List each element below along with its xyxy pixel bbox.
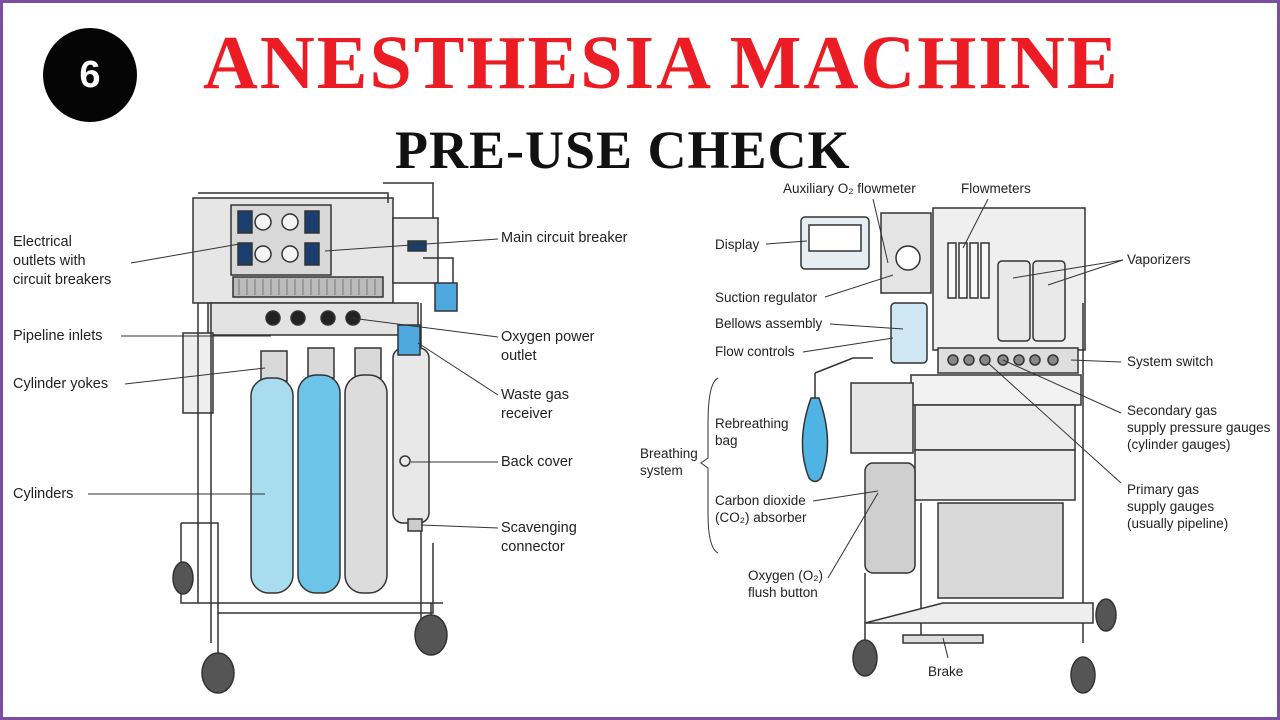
label-cylinder-yokes: Cylinder yokes: [13, 376, 109, 392]
label-auxiliary-o2-flowmeter: Auxiliary O₂ flowmeter: [783, 181, 916, 196]
label-o2-flush-button: Oxygen (O₂) flush button: [748, 568, 824, 600]
label-main-circuit-breaker: Main circuit breaker: [501, 230, 628, 246]
step-number-badge: 6: [43, 28, 137, 122]
label-waste-gas-receiver: Waste gas receiver: [501, 387, 569, 422]
label-bellows-assembly: Bellows assembly: [715, 316, 823, 331]
front-wheels: [852, 598, 1117, 694]
cylinder-yokes: [260, 347, 382, 382]
rear-view-machine: [172, 182, 458, 694]
electrical-outlets: [237, 210, 320, 266]
label-co2-absorber: Carbon dioxide (CO₂) absorber: [715, 493, 807, 525]
label-electrical-outlets: Electrical outlets with circuit breakers: [13, 234, 112, 288]
front-view-machine: [800, 207, 1117, 694]
label-oxygen-power-outlet: Oxygen power outlet: [501, 329, 595, 364]
label-flow-controls: Flow controls: [715, 344, 795, 359]
rebreathing-bag: [801, 397, 829, 483]
label-flowmeters: Flowmeters: [961, 181, 1031, 196]
right-callout-lines: [700, 198, 1124, 659]
label-scavenging-connector: Scavenging connector: [501, 520, 577, 555]
step-number: 6: [79, 53, 101, 96]
label-primary-gas-gauges: Primary gas supply gauges (usually pipel…: [1127, 482, 1229, 531]
label-breathing-system: Breathing system: [640, 446, 698, 478]
label-brake: Brake: [928, 664, 964, 679]
label-pipeline-inlets: Pipeline inlets: [13, 328, 103, 344]
label-system-switch: System switch: [1127, 354, 1214, 369]
label-display: Display: [715, 237, 760, 252]
left-callout-lines: [88, 238, 499, 529]
page-subtitle: PRE-USE CHECK: [395, 120, 851, 180]
vaporizers: [997, 260, 1066, 342]
label-back-cover: Back cover: [501, 454, 573, 470]
label-secondary-gas-gauges: Secondary gas supply pressure gauges (cy…: [1127, 403, 1271, 452]
label-suction-regulator: Suction regulator: [715, 290, 818, 305]
label-cylinders: Cylinders: [13, 486, 74, 502]
label-rebreathing-bag: Rebreathing bag: [715, 416, 789, 448]
flowmeter-tubes: [947, 242, 990, 299]
label-vaporizers: Vaporizers: [1127, 252, 1191, 267]
page-title: ANESTHESIA MACHINE: [203, 21, 1120, 105]
machine-diagrams: [88, 182, 1124, 694]
wheels: [172, 561, 448, 694]
cylinders: [250, 374, 388, 594]
